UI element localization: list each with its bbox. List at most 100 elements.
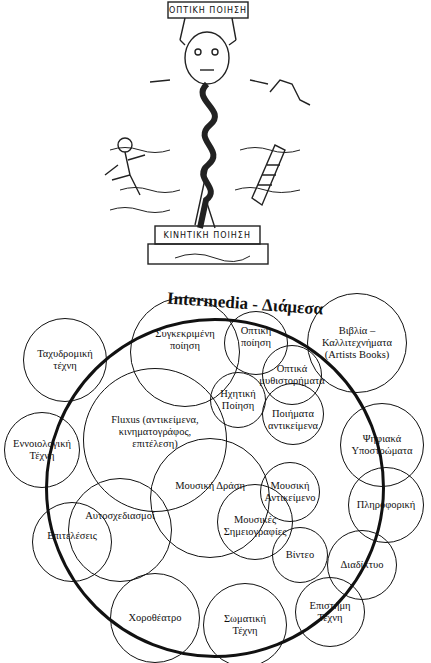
circle-label: Ψηφιακά Υποστρώματα [350,433,414,457]
circle-label: Χοροθέατρο [129,612,182,624]
circle-label-box: Αυτοσχεδιασμοί [80,464,159,568]
circle-label-group: Οπτικά μυθιστορήματα [259,363,324,387]
circle-label-box: Οπτικά μυθιστορήματα [269,345,315,405]
circle-label: Διαδίκτυο [341,559,384,571]
circle-label: Βίντεο [286,549,314,561]
eye [195,49,201,55]
circle-label-box: Συγκεκριμένη ποίηση [143,285,227,395]
legs [195,165,215,228]
circle-label-group: Μουσική Δράση [175,480,245,492]
circle-label: Αυτοσχεδιασμοί [85,510,155,522]
circle-shape [111,574,200,663]
field-circle: Βίντεο [272,527,328,583]
circle-label: Επιτελέσεις [47,530,97,542]
plaque-text: ΚΙΝΗΤΙΚΗ ΠΟΙΗΣΗ [164,231,251,240]
circle-label-group: Συγκεκριμένη ποίηση [143,328,227,352]
circle-label: Μουσικές Σημειογραφίες [224,514,287,538]
circle-label: Πληροφορική [357,499,416,511]
field-circle: Επιστήμη Τέχνη [295,577,365,647]
circle-label-box: Μουσική Αντικείμενο [267,462,313,522]
circle-label: Ηχητική Ποίηση [217,388,260,412]
circle-label: Μουσική Δράση [175,480,245,492]
circle-label-group: Επιτελέσεις [47,530,97,542]
circle-shape [218,485,293,560]
circle-label-group: Επιστήμη Τέχνη [303,600,356,624]
circle-label-box: Βιβλία – Καλλιτεχνήματα (Artists Books) [319,293,395,393]
circle-label-group: Ποιήματα αντικείμενα [268,408,318,432]
circle-shape [24,319,107,402]
swimmer [105,152,145,195]
circle-shape [211,373,266,428]
circle-label-box: Ψηφιακά Υποστρώματα [350,403,414,487]
circle-label: Εννοιολογική Τέχνη [13,438,71,462]
field-circle: Χοροθέατρο [110,573,200,663]
circle-shape [273,528,328,583]
circle-label-box: Εννοιολογική Τέχνη [13,412,71,488]
circle-label: Συγκεκριμένη ποίηση [143,328,227,352]
field-circle: Διαδίκτυο [327,530,397,600]
eye [212,49,218,55]
circle-label-group: Ηχητική Ποίηση [217,388,260,412]
circle-label: Βιβλία – Καλλιτεχνήματα (Artists Books) [319,325,395,361]
circle-label-box: Ποιήματα αντικείμενα [269,389,316,451]
circle-shape [341,404,424,487]
base-plaque [155,226,260,244]
circle-shape [33,503,112,582]
circle-label-group: Χοροθέατρο [129,612,182,624]
head [185,32,229,84]
sketch-marks [150,80,268,84]
circle-label: Σωματική Τέχνη [213,613,277,637]
circle-shape [263,384,324,445]
circle-shape [349,468,424,543]
circle-label-group: Εννοιολογική Τέχνη [13,438,71,462]
circle-label: Οπτική ποίηση [232,325,281,349]
boat [252,145,285,205]
circle-label-group: Βίντεο [286,549,314,561]
field-circle: Βιβλία – Καλλιτεχνήματα (Artists Books) [307,293,407,393]
field-circle: Εννοιολογική Τέχνη [4,412,80,488]
field-circle: Μουσικές Σημειογραφίες [217,484,293,560]
field-circle: Ψηφιακά Υποστρώματα [340,403,424,487]
field-circle: Επιτελέσεις [32,502,112,582]
circle-label-box: Οπτική ποίηση [232,305,281,369]
circle-outline [130,297,240,407]
field-circle: Οπτική ποίηση [224,311,288,375]
circle-label-group: Αυτοσχεδιασμοί [85,510,155,522]
circle-label-group: Πληροφορική [357,499,416,511]
swimmer-head [118,138,132,152]
top-plaque [168,2,248,18]
circle-shape [131,298,240,407]
circle-label-box: Ηχητική Ποίηση [217,372,260,428]
circle-shape [151,439,270,558]
raised-arms [180,18,236,40]
circle-label-box: Χοροθέατρο [121,573,189,663]
circle-label-box: Πληροφορική [357,467,415,543]
circle-label: Οπτικά μυθιστορήματα [259,363,324,387]
field-circle: Οπτικά μυθιστορήματα [262,345,322,405]
field-circle: Ποιήματα αντικείμενα [262,383,324,445]
circle-shape [328,531,397,600]
circle-label-box: Επιστήμη Τέχνη [303,577,356,647]
circle-outline [150,438,270,558]
circle-shape [225,312,288,375]
circle-shape [261,463,320,522]
circle-label-group: Ψηφιακά Υποστρώματα [350,433,414,457]
diagram-title: Intermedia - Διάμεσα [166,289,323,320]
field-circle: Πληροφορική [348,467,424,543]
circle-label: Fluxus (αντικείμενα, κινηματογράφος, επι… [100,414,209,450]
arm-joint [180,40,236,45]
field-circle: Μουσική Δράση [150,438,270,558]
circle-label-group: Ταχυδρομική τέχνη [33,348,97,372]
circle-label-box: Διαδίκτυο [335,530,388,600]
island [270,80,310,105]
circle-label-group: Διαδίκτυο [341,559,384,571]
circle-label-box: Βίντεο [279,527,322,583]
circle-label-box: Μουσικές Σημειογραφίες [226,488,284,564]
circle-label: Μουσική Αντικείμενο [264,480,315,504]
circle-outline [32,502,112,582]
field-circle: Ηχητική Ποίηση [210,372,266,428]
circle-label-group: Μουσική Αντικείμενο [264,480,315,504]
field-circle: Μουσική Αντικείμενο [260,462,320,522]
circle-label-box: Επιτελέσεις [42,496,103,576]
